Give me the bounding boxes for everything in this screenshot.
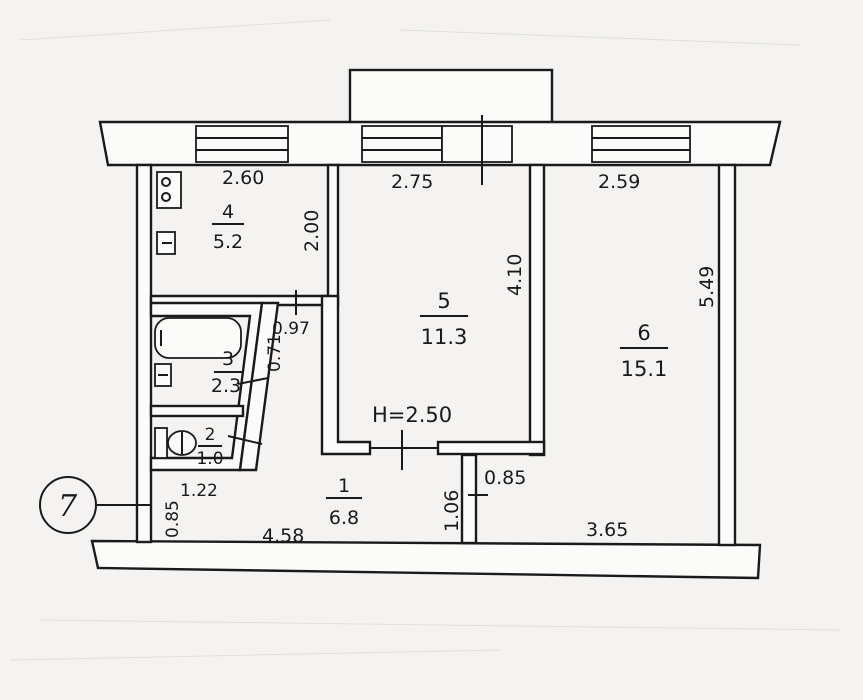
dim-room5-depth: 4.10 [504, 254, 526, 296]
wall-right [717, 163, 737, 547]
dim-room6-width: 2.59 [598, 171, 640, 193]
paper-background [9, 19, 841, 661]
wall-room5-bottom [320, 294, 372, 456]
bathtub-icon [154, 317, 242, 359]
room-6-area: 15.1 [621, 357, 668, 381]
room-1-area: 6.8 [329, 507, 359, 529]
room-6-label: 6 15.1 [620, 321, 668, 381]
wall-room5-bottom-right [436, 440, 546, 456]
room-2-label: 2 1.0 [196, 425, 223, 469]
wall-room5-right [528, 163, 546, 457]
kitchen-sink-icon [156, 231, 176, 255]
stove-icon [156, 171, 182, 209]
room-3-label: 3 2.3 [211, 348, 242, 397]
room-4-label: 4 5.2 [212, 201, 244, 253]
room-1-label: 1 6.8 [326, 475, 362, 529]
room-5-number: 5 [437, 289, 450, 313]
ceiling-height: H=2.50 [372, 403, 452, 427]
bathroom-sink-icon [154, 363, 172, 387]
room-1-number: 1 [338, 475, 350, 497]
room-5-area: 11.3 [421, 325, 468, 349]
apartment-marker [39, 476, 150, 534]
room-2-area: 1.0 [196, 449, 223, 469]
room-3-area: 2.3 [211, 375, 241, 397]
balcony [348, 68, 554, 126]
window-room6 [591, 125, 691, 163]
toilet-icon [154, 427, 197, 459]
dim-niche-depth: 1.06 [441, 490, 463, 532]
room-2-number: 2 [205, 425, 216, 445]
room-5-label: 5 11.3 [420, 289, 468, 349]
dim-hall-small: 0.85 [163, 500, 183, 538]
dim-bath-wall: 0.71 [265, 334, 285, 372]
exterior-wall-bottom [90, 539, 762, 580]
window-room5 [361, 125, 513, 163]
dim-room5-width: 2.75 [391, 171, 433, 193]
dim-hall-length: 4.58 [262, 525, 304, 547]
room-4-area: 5.2 [213, 231, 243, 253]
apartment-marker-number: 7 [58, 489, 78, 524]
wall-niche [460, 453, 478, 545]
dim-room6-bottom: 3.65 [586, 519, 628, 541]
bath-door-wall [238, 301, 280, 472]
dim-room6-depth: 5.49 [696, 266, 718, 308]
dim-kitchen-depth: 2.00 [301, 210, 323, 252]
dim-bath-door: 0.97 [272, 319, 310, 339]
wall-between-bath-toilet [149, 404, 245, 418]
room-3-number: 3 [222, 348, 234, 370]
dim-toilet-width: 1.22 [180, 481, 218, 501]
window-kitchen [195, 125, 289, 163]
dim-niche-width: 0.85 [484, 467, 526, 489]
wall-left [135, 163, 153, 544]
room-4-number: 4 [222, 201, 234, 223]
dim-kitchen-width: 2.60 [222, 167, 264, 189]
room-6-number: 6 [637, 321, 650, 345]
